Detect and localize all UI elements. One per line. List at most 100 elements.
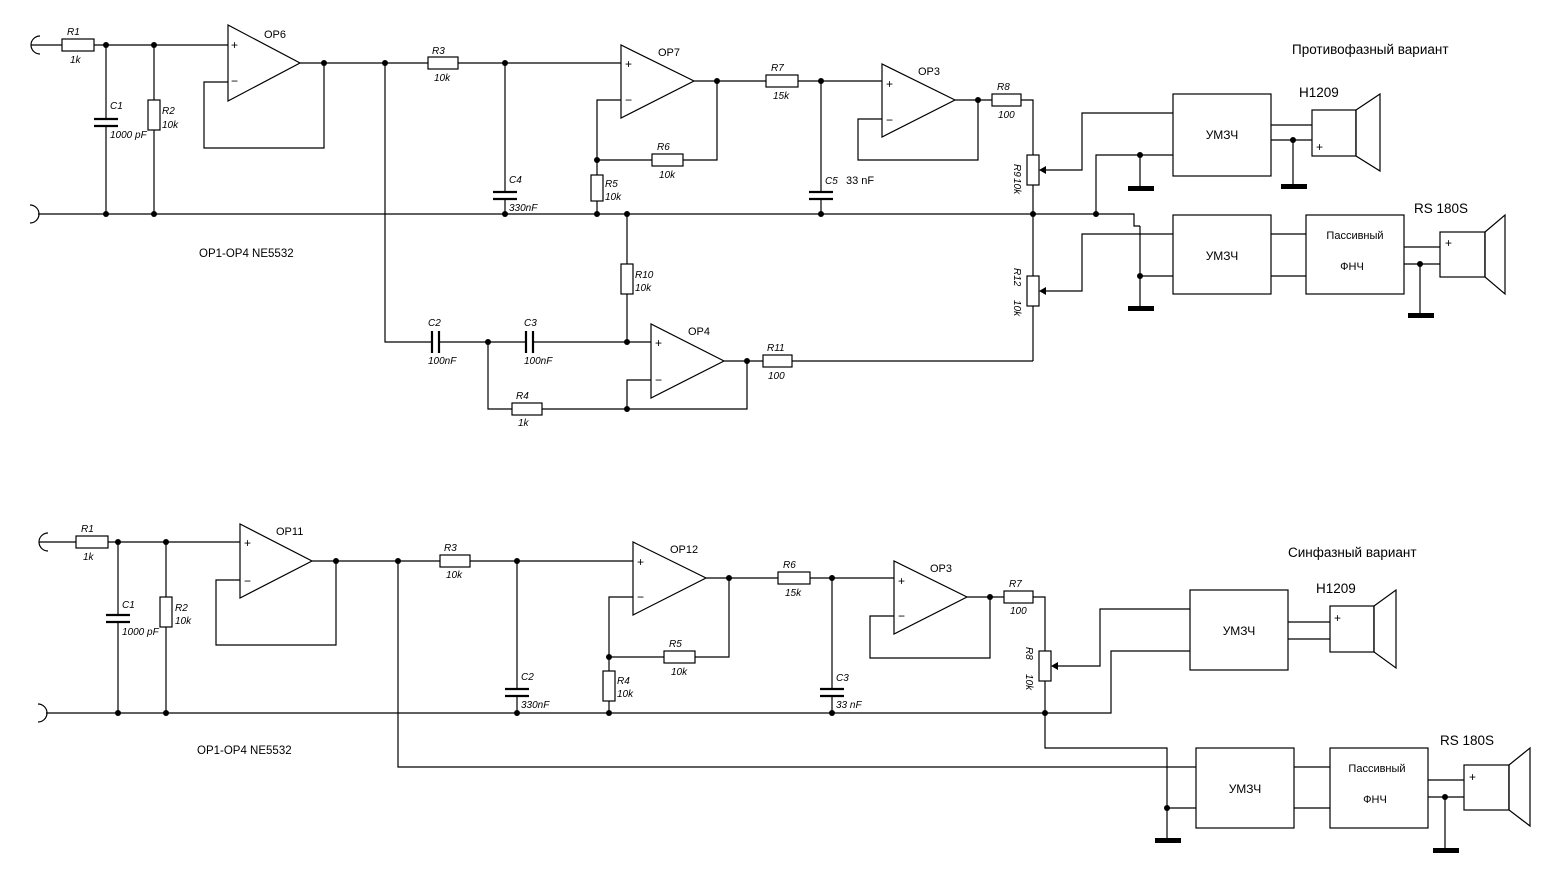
r8-bottom-name: R8: [1023, 647, 1034, 660]
svg-text:+: +: [1334, 611, 1341, 625]
speaker-rs180s-bottom-terminal: [1463, 764, 1510, 811]
op4-label: OP4: [688, 326, 710, 338]
amplifier-2-bottom-label: УМЗЧ: [1229, 782, 1262, 796]
r5-value: 10k: [605, 192, 622, 203]
c2-bottom-value: 330nF: [521, 700, 550, 711]
r1-bottom-value: 1k: [83, 552, 95, 563]
passive-lpf-block-bottom: [1329, 747, 1429, 829]
amplifier-block-2-bottom: [1195, 747, 1295, 829]
speaker-rs180s-label: RS 180S: [1414, 201, 1468, 216]
svg-text:−: −: [637, 590, 644, 604]
opamp-op4: [650, 323, 726, 399]
resistor-r2: [147, 99, 161, 131]
title-antiphase: Противофазный вариант: [1292, 42, 1449, 57]
r6-name: R6: [657, 142, 670, 153]
opamp-note-bottom: OP1-OP4 NE5532: [197, 745, 292, 757]
r12-value: 10k: [1011, 300, 1022, 317]
op11-label: OP11: [276, 526, 303, 538]
svg-text:+: +: [1316, 140, 1323, 154]
svg-text:−: −: [898, 609, 905, 623]
capacitor-c3-top: [524, 331, 535, 353]
opamp-op7: [620, 44, 696, 119]
capacitor-c2-bottom: [505, 687, 529, 698]
c1-bottom-value: 1000 pF: [122, 627, 160, 638]
opamp-op3-top: [881, 63, 957, 138]
c3-bottom-name: C3: [836, 673, 849, 684]
resistor-r4-top: [511, 402, 543, 416]
svg-text:−: −: [625, 93, 632, 107]
r6-bottom-value: 15k: [785, 588, 802, 599]
resistor-r10: [620, 263, 634, 295]
ground-symbol: [1408, 313, 1434, 318]
op3-top-label: OP3: [918, 66, 940, 78]
r8-name: R8: [997, 82, 1010, 93]
svg-text:−: −: [231, 74, 238, 88]
c1-value: 1000 pF: [110, 130, 148, 141]
speaker-h1209-terminal: [1311, 109, 1357, 157]
svg-text:+: +: [231, 38, 238, 52]
c3-top-name: C3: [524, 318, 537, 329]
input-jack-signal: [38, 532, 76, 552]
c4-value: 330nF: [509, 203, 538, 214]
r3-bottom-value: 10k: [446, 570, 463, 581]
speaker-rs180s-cone: [1484, 213, 1506, 296]
svg-text:+: +: [625, 57, 632, 71]
r3-name: R3: [432, 46, 445, 57]
resistor-r6: [651, 153, 684, 167]
c5-name: C5: [825, 176, 838, 187]
c1-bottom-name: C1: [122, 600, 135, 611]
circuit-bottom: R1 1k C1 1000 pF R2 10k + − OP11 R3 10k …: [37, 523, 1531, 853]
r10-value: 10k: [635, 283, 652, 294]
ground-bus-top: [38, 213, 1140, 227]
r9-value: 10k: [1011, 178, 1022, 195]
opamp-op3-bottom: [893, 560, 969, 635]
speaker-h1209-bottom-label: H1209: [1316, 581, 1356, 596]
r9-name: R9: [1011, 164, 1022, 177]
r7-bottom-value: 100: [1010, 606, 1027, 617]
c2-top-name: C2: [428, 318, 441, 329]
resistor-r5-bottom: [663, 650, 696, 664]
speaker-rs180s-bottom-label: RS 180S: [1440, 733, 1494, 748]
passive-lpf-block: [1305, 214, 1405, 295]
ground-bus-bottom: [46, 650, 1190, 714]
r2-bottom-name: R2: [175, 603, 188, 614]
svg-text:−: −: [886, 113, 893, 127]
speaker-h1209-bottom-terminal: [1329, 605, 1375, 653]
r6-bottom-name: R6: [783, 560, 796, 571]
c1-name: C1: [110, 101, 123, 112]
svg-text:+: +: [655, 336, 662, 350]
resistor-r8: [991, 93, 1022, 107]
resistor-r2-bottom: [159, 596, 173, 628]
r11-value: 100: [768, 371, 785, 382]
svg-text:−: −: [655, 373, 662, 387]
r5-bottom-name: R5: [669, 639, 682, 650]
potentiometer-r8-bottom: [1038, 650, 1052, 682]
c2-top-value: 100nF: [428, 356, 457, 367]
r2-value: 10k: [162, 120, 179, 131]
resistor-r3: [427, 56, 459, 70]
svg-text:+: +: [244, 536, 251, 550]
op12-label: OP12: [670, 544, 698, 556]
capacitor-c2-top: [430, 331, 441, 353]
speaker-h1209-label: H1209: [1299, 85, 1339, 100]
r11-name: R11: [767, 343, 785, 354]
input-jack-signal: [30, 35, 62, 55]
r7-name: R7: [771, 63, 784, 74]
r3-value: 10k: [434, 73, 451, 84]
resistor-r5: [590, 174, 604, 202]
resistor-r1-bottom: [75, 535, 109, 549]
r4-bottom-name: R4: [617, 676, 630, 687]
title-inphase: Синфазный вариант: [1288, 545, 1417, 560]
svg-text:+: +: [1469, 770, 1476, 784]
c5-value: 33 nF: [846, 175, 874, 187]
input-jack-ground: [37, 703, 48, 723]
resistor-r7-bottom: [1003, 590, 1034, 604]
op3-bottom-label: OP3: [930, 563, 952, 575]
lpf-bottom-label-2: ФНЧ: [1363, 794, 1387, 806]
junction-dots-bottom: [115, 539, 1448, 811]
speaker-h1209-bottom-cone: [1373, 588, 1397, 670]
lpf-bottom-label-1: Пассивный: [1348, 763, 1405, 775]
capacitor-c4: [493, 190, 517, 201]
svg-text:+: +: [637, 555, 644, 569]
resistor-r6-bottom: [777, 571, 811, 585]
